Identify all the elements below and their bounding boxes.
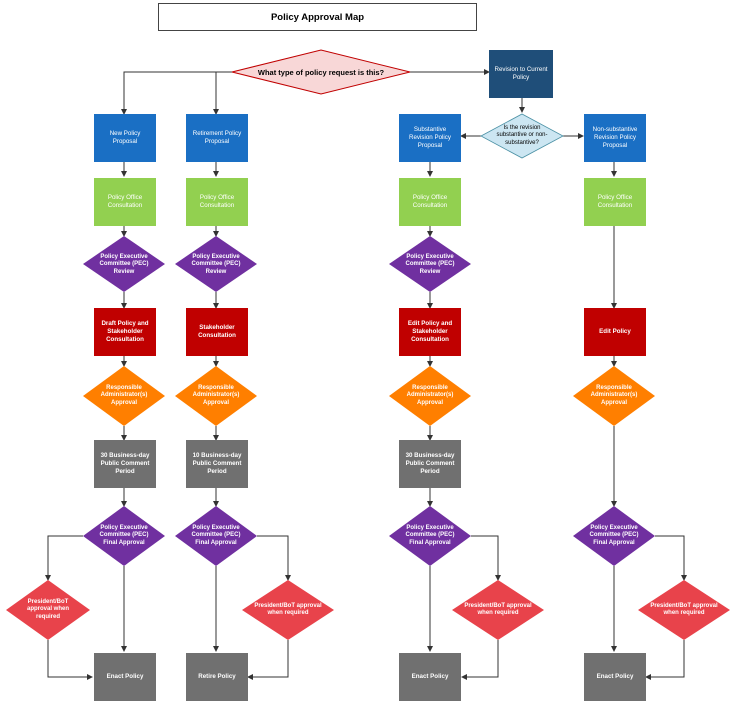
connector-question-to-new bbox=[121, 71, 232, 115]
pec-review-diamond-3[interactable] bbox=[389, 236, 471, 292]
col3-end[interactable]: Enact Policy bbox=[399, 653, 461, 701]
admin-approval-diamond-1[interactable] bbox=[83, 366, 165, 426]
admin-approval-diamond-4[interactable] bbox=[573, 366, 655, 426]
col1-proposal[interactable]: New Policy Proposal bbox=[94, 114, 156, 162]
col1-consult[interactable]: Policy Office Consultation bbox=[94, 178, 156, 226]
pec-final-diamond-3[interactable] bbox=[389, 506, 471, 566]
column-4-connectors bbox=[611, 162, 687, 680]
column-2-connectors bbox=[213, 162, 291, 680]
col4-consult[interactable]: Policy Office Consultation bbox=[584, 178, 646, 226]
president-diamond-3[interactable] bbox=[452, 580, 544, 640]
pec-final-diamond-2[interactable] bbox=[175, 506, 257, 566]
col4-step[interactable]: Edit Policy bbox=[584, 308, 646, 356]
pec-final-diamond-1[interactable] bbox=[83, 506, 165, 566]
col3-consult[interactable]: Policy Office Consultation bbox=[399, 178, 461, 226]
admin-approval-diamond-2[interactable] bbox=[175, 366, 257, 426]
column-1-connectors bbox=[45, 162, 127, 680]
president-diamond-4[interactable] bbox=[638, 580, 730, 640]
admin-approval-diamond-3[interactable] bbox=[389, 366, 471, 426]
col2-consult[interactable]: Policy Office Consultation bbox=[186, 178, 248, 226]
col3-step[interactable]: Edit Policy and Stakeholder Consultation bbox=[399, 308, 461, 356]
president-diamond-1[interactable] bbox=[6, 580, 90, 640]
col2-proposal[interactable]: Retirement Policy Proposal bbox=[186, 114, 248, 162]
col2-step[interactable]: Stakeholder Consultation bbox=[186, 308, 248, 356]
revision-to-current-box[interactable]: Revision to Current Policy bbox=[489, 50, 553, 98]
pec-review-diamond-2[interactable] bbox=[175, 236, 257, 292]
col1-comment[interactable]: 30 Business-day Public Comment Period bbox=[94, 440, 156, 488]
col4-proposal[interactable]: Non-substantive Revision Policy Proposal bbox=[584, 114, 646, 162]
question-diamond[interactable] bbox=[231, 49, 411, 95]
col1-step[interactable]: Draft Policy and Stakeholder Consultatio… bbox=[94, 308, 156, 356]
col4-end[interactable]: Enact Policy bbox=[584, 653, 646, 701]
page-title: Policy Approval Map bbox=[158, 3, 477, 31]
col3-proposal[interactable]: Substantive Revision Policy Proposal bbox=[399, 114, 461, 162]
revision-question-diamond[interactable] bbox=[480, 113, 564, 159]
col3-comment[interactable]: 30 Business-day Public Comment Period bbox=[399, 440, 461, 488]
col1-end[interactable]: Enact Policy bbox=[94, 653, 156, 701]
col2-end[interactable]: Retire Policy bbox=[186, 653, 248, 701]
col2-comment[interactable]: 10 Business-day Public Comment Period bbox=[186, 440, 248, 488]
column-3-connectors bbox=[427, 162, 501, 680]
pec-review-diamond-1[interactable] bbox=[83, 236, 165, 292]
pec-final-diamond-4[interactable] bbox=[573, 506, 655, 566]
president-diamond-2[interactable] bbox=[242, 580, 334, 640]
